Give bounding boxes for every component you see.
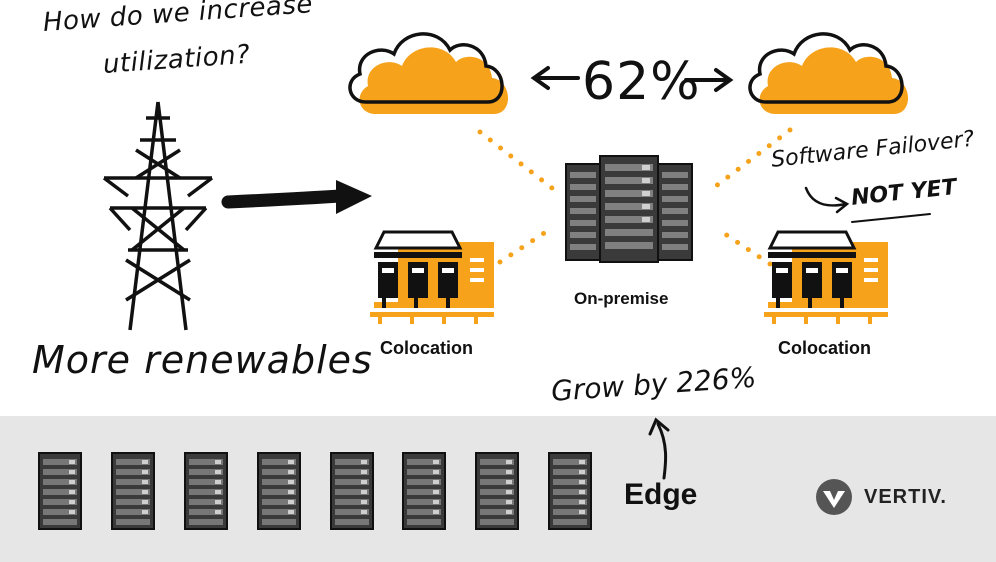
failover-arrow xyxy=(804,186,931,223)
brand-wordmark: VERTIV. xyxy=(864,486,947,508)
edge-racks xyxy=(38,452,592,530)
edge-server-icon xyxy=(402,452,446,530)
cloud-double-arrow xyxy=(530,66,734,92)
colocation-right-label: Colocation xyxy=(778,338,871,358)
colocation-left-label: Colocation xyxy=(380,338,473,358)
edge-server-icon xyxy=(475,452,519,530)
renewables-label: More renewables xyxy=(32,338,373,382)
vertiv-logo-icon xyxy=(816,479,852,515)
edge-server-icon xyxy=(548,452,592,530)
growth-arrow xyxy=(648,417,670,480)
server-rack-icon xyxy=(565,155,693,263)
edge-server-icon xyxy=(111,452,155,530)
colocation-building-icon xyxy=(762,230,890,326)
edge-server-icon xyxy=(184,452,228,530)
cloud-icon xyxy=(748,32,910,116)
dotted-connectors xyxy=(477,127,793,267)
cloud-icon xyxy=(348,32,510,116)
edge-server-icon xyxy=(330,452,374,530)
edge-server-icon xyxy=(257,452,301,530)
cloud-percent-label: 62% xyxy=(582,52,701,112)
power-tower-icon xyxy=(102,101,214,331)
colocation-building-icon xyxy=(368,230,496,326)
edge-label: Edge xyxy=(624,478,698,511)
on-premise-label: On-premise xyxy=(574,289,669,308)
edge-server-icon xyxy=(38,452,82,530)
tower-arrow xyxy=(221,180,372,214)
